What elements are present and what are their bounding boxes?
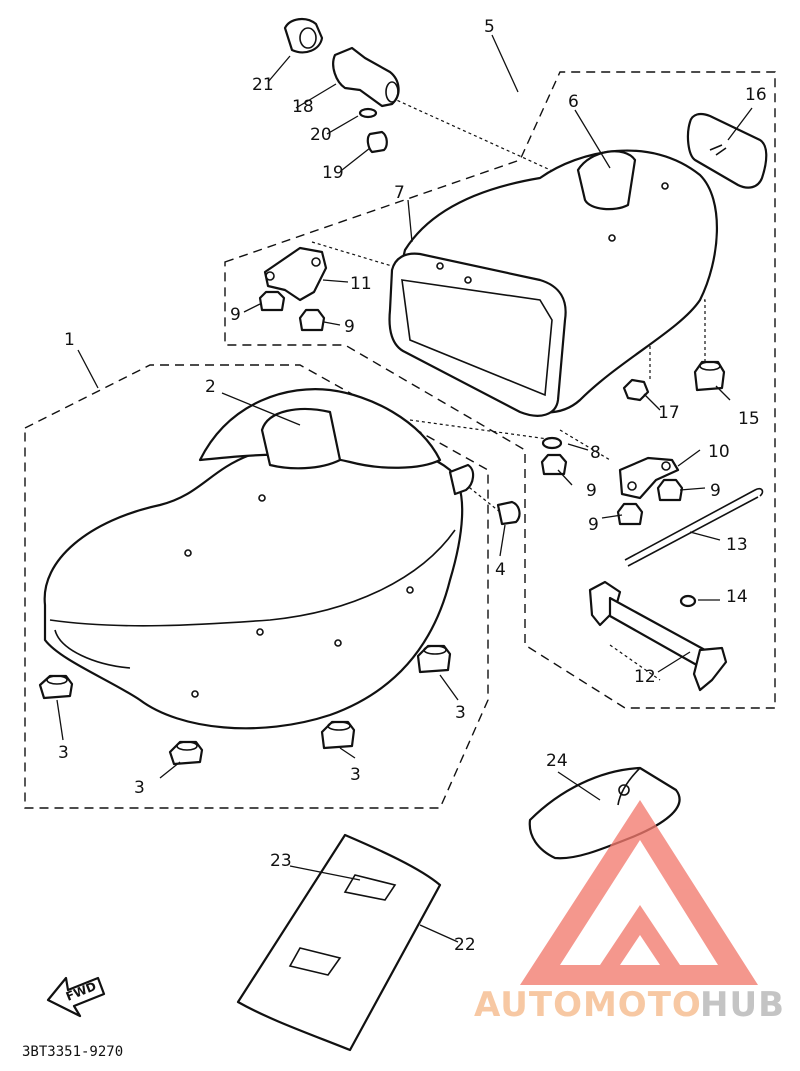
part-label-3d: 3 xyxy=(455,703,466,723)
bolt-4 xyxy=(496,500,521,526)
automotohub-logo: AUTOMOTO HUB xyxy=(474,800,785,1025)
washer-9e xyxy=(616,502,644,526)
part-label-10: 10 xyxy=(708,442,730,462)
part-label-22: 22 xyxy=(454,935,476,955)
part-label-3b: 3 xyxy=(134,778,145,798)
part-label-12: 12 xyxy=(634,667,656,687)
washer-9a xyxy=(258,290,286,312)
part-label-14: 14 xyxy=(726,587,748,607)
diagram-code: 3BT3351-9270 xyxy=(22,1044,123,1060)
part-label-5: 5 xyxy=(484,17,495,37)
seat-lock-18 xyxy=(332,46,400,108)
part-label-7: 7 xyxy=(394,183,405,203)
washer-9d xyxy=(656,478,684,502)
damper-3a xyxy=(38,674,74,700)
logo-triangle-icon xyxy=(520,800,758,985)
part-label-19: 19 xyxy=(322,163,344,183)
part-label-13: 13 xyxy=(726,535,748,555)
grommet-17 xyxy=(622,378,650,402)
bracket-10 xyxy=(618,456,680,500)
part-label-24: 24 xyxy=(546,751,568,771)
damper-3c xyxy=(320,720,356,750)
manual-22 xyxy=(236,833,442,1052)
part-label-20: 20 xyxy=(310,125,332,145)
part-label-11: 11 xyxy=(350,274,372,294)
seat xyxy=(43,388,475,730)
seat-hook xyxy=(448,463,475,496)
leader-lines xyxy=(56,34,753,943)
tail-strap xyxy=(576,150,637,211)
cable-13 xyxy=(624,487,764,567)
damper-3d xyxy=(416,644,452,674)
watermark-text-2: HUB xyxy=(700,985,785,1025)
part-label-21: 21 xyxy=(252,75,274,95)
part-label-15: 15 xyxy=(738,409,760,429)
part-label-2: 2 xyxy=(205,377,216,397)
seat-strap xyxy=(260,407,342,470)
bracket-11 xyxy=(263,246,328,302)
part-label-23: 23 xyxy=(270,851,292,871)
seat-group-dashed-box xyxy=(24,364,489,809)
part-label-3a: 3 xyxy=(58,743,69,763)
part-label-9e: 9 xyxy=(588,515,599,535)
damper-3b xyxy=(168,740,204,766)
part-label-4: 4 xyxy=(495,560,506,580)
collar-8 xyxy=(541,436,563,450)
part-label-3c: 3 xyxy=(350,765,361,785)
damper-15 xyxy=(693,360,726,392)
emblem-plate-16 xyxy=(686,112,768,189)
washer-9c xyxy=(540,453,568,476)
part-label-1: 1 xyxy=(64,330,75,350)
tail-group-dashed-box xyxy=(224,71,776,709)
part-label-9c: 9 xyxy=(586,481,597,501)
fwd-arrow-icon: FWD xyxy=(46,976,106,1018)
watermark-text-1: AUTOMOTO xyxy=(474,985,702,1025)
part-label-8: 8 xyxy=(590,443,601,463)
part-label-9b: 9 xyxy=(344,317,355,337)
part-label-17: 17 xyxy=(658,403,680,423)
washer-20 xyxy=(358,107,378,119)
tail-cover xyxy=(388,149,718,417)
lock-rod-12 xyxy=(588,580,728,692)
part-label-18: 18 xyxy=(292,97,314,117)
part-label-9a: 9 xyxy=(230,305,241,325)
washer-9b xyxy=(298,308,326,332)
screw-19 xyxy=(366,130,388,154)
part-label-6: 6 xyxy=(568,92,579,112)
washer-14 xyxy=(679,594,697,608)
cap-21 xyxy=(283,18,324,54)
part-label-16: 16 xyxy=(745,85,767,105)
part-label-9d: 9 xyxy=(710,481,721,501)
